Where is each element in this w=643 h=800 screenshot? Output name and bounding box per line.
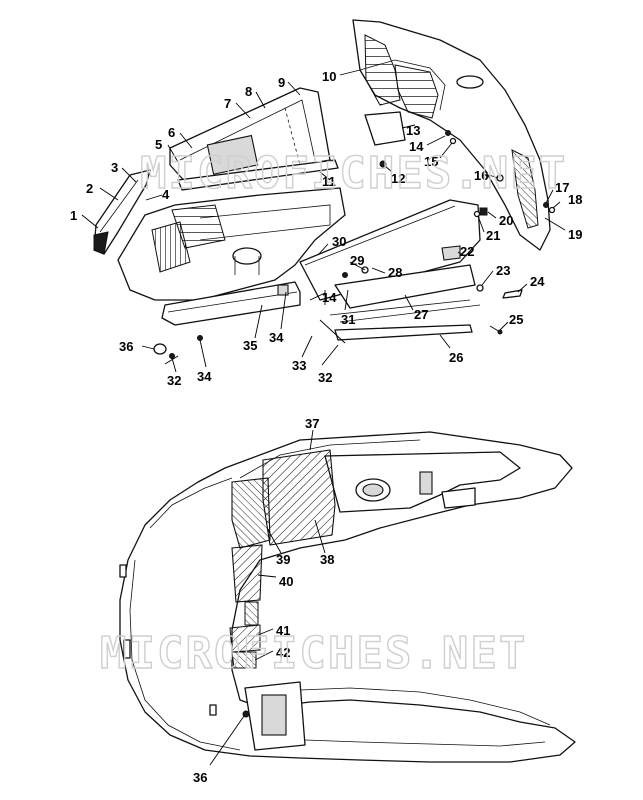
callout-label: 38: [320, 552, 334, 567]
callout-label: 2: [86, 181, 93, 196]
leader-lines-top: [81, 69, 566, 373]
watermark: MICROFICHES.NET: [100, 628, 527, 679]
callout-label: 1: [70, 208, 77, 223]
callout-label: 18: [568, 192, 582, 207]
callout-label: 37: [305, 416, 319, 431]
callout-labels-top: 1 2 3 4 5 6 7 8 9 10 11 12 13 14 15 16 1…: [70, 69, 582, 388]
watermark: MICROFICHES.NET: [140, 148, 567, 199]
callout-label: 9: [278, 75, 285, 90]
callout-label: 41: [276, 623, 290, 638]
callout-label: 34: [197, 369, 212, 384]
bottom-hood-view: 37 38 39 40 41 42 36: [119, 416, 576, 785]
callout-label: 4: [162, 187, 170, 202]
callout-label: 27: [414, 307, 428, 322]
callout-label: 5: [155, 137, 162, 152]
callout-label: 26: [449, 350, 463, 365]
callout-label: 22: [460, 244, 474, 259]
nose-pieces: [93, 169, 151, 255]
callout-label: 36: [193, 770, 207, 785]
callout-label: 16: [474, 168, 488, 183]
callout-labels-bottom: 37 38 39 40 41 42 36: [193, 416, 334, 785]
callout-label: 24: [530, 274, 545, 289]
callout-label: 29: [350, 253, 364, 268]
callout-label: 32: [167, 373, 181, 388]
callout-label: 7: [224, 96, 231, 111]
callout-label: 17: [555, 180, 569, 195]
callout-label: 32: [318, 370, 332, 385]
callout-label: 10: [322, 69, 336, 84]
body-pan: [117, 187, 346, 301]
callout-label: 14: [322, 290, 337, 305]
hardware: [153, 130, 556, 365]
callout-label: 36: [119, 339, 133, 354]
callout-label: 33: [292, 358, 306, 373]
callout-label: 39: [276, 552, 290, 567]
callout-label: 20: [499, 213, 513, 228]
callout-label: 11: [322, 174, 336, 189]
side-trim: [161, 281, 301, 326]
top-exploded-view: 1 2 3 4 5 6 7 8 9 10 11 12 13 14 15 16 1…: [70, 19, 582, 388]
callout-label: 34: [269, 330, 284, 345]
callout-label: 40: [279, 574, 293, 589]
callout-label: 35: [243, 338, 257, 353]
callout-label: 30: [332, 234, 346, 249]
windshield-panel: [169, 87, 339, 191]
callout-label: 13: [406, 123, 420, 138]
hood-cowl: [352, 19, 551, 251]
callout-label: 19: [568, 227, 582, 242]
callout-label: 6: [168, 125, 175, 140]
callout-label: 3: [111, 160, 118, 175]
callout-label: 21: [486, 228, 500, 243]
callout-label: 28: [388, 265, 402, 280]
callout-label: 25: [509, 312, 523, 327]
callout-label: 42: [276, 645, 290, 660]
callout-label: 12: [391, 171, 405, 186]
callout-label: 14: [409, 139, 424, 154]
callout-label: 31: [341, 312, 355, 327]
callout-label: 8: [245, 84, 252, 99]
callout-label: 23: [496, 263, 510, 278]
callout-label: 15: [424, 154, 438, 169]
side-panel: [299, 199, 481, 341]
